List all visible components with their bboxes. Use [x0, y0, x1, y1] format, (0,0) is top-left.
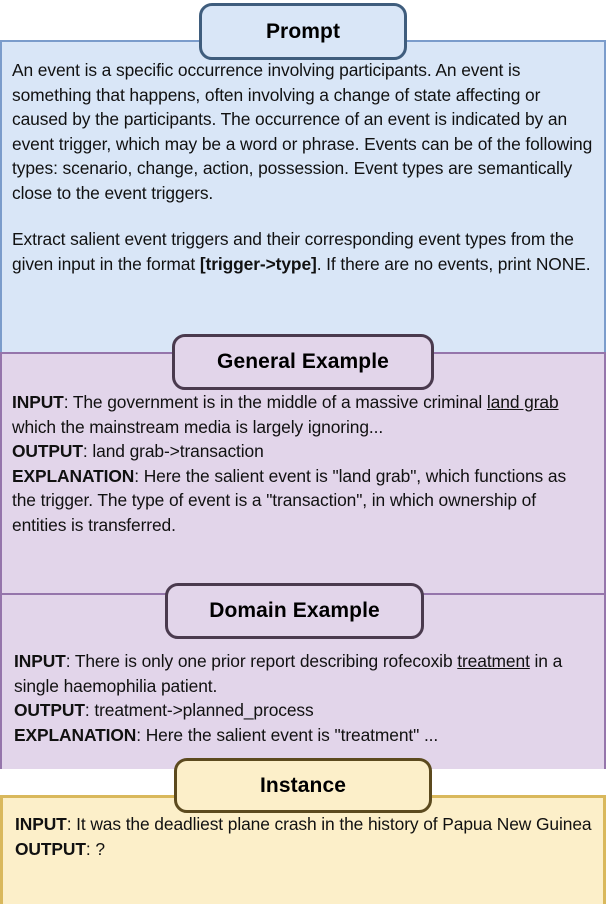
general-example-body: INPUT: The government is in the middle o…	[0, 352, 606, 593]
domain-explanation-label: EXPLANATION	[14, 724, 137, 745]
domain-example-explanation: EXPLANATION: Here the salient event is "…	[14, 723, 594, 748]
prompt-section: An event is a specific occurrence involv…	[0, 40, 606, 352]
domain-input-label: INPUT	[14, 651, 66, 671]
general-explanation-text: : Here the salient event is "land grab",…	[12, 465, 567, 535]
domain-input-after: in a single haemophilia patient.	[14, 651, 563, 696]
prompt-paragraph-2: Extract salient event triggers and their…	[12, 227, 594, 276]
general-example-input: INPUT: The government is in the middle o…	[12, 390, 594, 439]
prompt-paragraph-1: An event is a specific occurrence involv…	[12, 60, 593, 203]
general-example-section: INPUT: The government is in the middle o…	[0, 352, 606, 593]
domain-example-output: OUTPUT: treatment->planned_process	[14, 698, 594, 723]
instance-badge-label: Instance	[260, 773, 346, 797]
instance-body: INPUT: It was the deadliest plane crash …	[0, 795, 606, 904]
instance-badge: Instance	[174, 758, 432, 813]
general-output-label: OUTPUT	[12, 441, 83, 461]
prompt-badge-label: Prompt	[265, 19, 341, 43]
domain-input-before: : There is only one prior report describ…	[65, 651, 458, 671]
prompt-body: An event is a specific occurrence involv…	[0, 40, 606, 352]
instance-section: INPUT: It was the deadliest plane crash …	[0, 795, 606, 904]
domain-output-label: OUTPUT	[14, 700, 85, 720]
general-example-badge: General Example	[172, 334, 434, 390]
domain-example-section: INPUT: There is only one prior report de…	[0, 593, 606, 769]
general-input-before: : The government is in the middle of a m…	[63, 392, 487, 412]
general-example-badge-label: General Example	[217, 350, 389, 373]
general-input-trigger: land grab	[486, 392, 559, 412]
domain-input-trigger: treatment	[457, 651, 530, 671]
instance-input: INPUT: It was the deadliest plane crash …	[15, 812, 593, 837]
prompt-paragraph-2-after: . If there are no events, print NONE.	[316, 253, 591, 274]
instance-output: OUTPUT: ?	[15, 837, 593, 862]
instance-input-text: : It was the deadliest plane crash in th…	[66, 814, 592, 834]
domain-example-body: INPUT: There is only one prior report de…	[0, 593, 606, 769]
general-example-output: OUTPUT: land grab->transaction	[12, 439, 594, 464]
prompt-format-token: [trigger->type]	[199, 253, 317, 274]
instance-input-label: INPUT	[15, 814, 67, 834]
domain-example-badge-label: Domain Example	[209, 599, 380, 622]
general-explanation-label: EXPLANATION	[12, 465, 135, 486]
general-input-after: which the mainstream media is largely ig…	[12, 416, 384, 437]
general-input-label: INPUT	[12, 392, 64, 412]
prompt-paragraph-2-before: Extract salient event triggers and their…	[12, 229, 574, 274]
general-example-explanation: EXPLANATION: Here the salient event is "…	[12, 464, 594, 538]
instance-output-text: : ?	[85, 838, 105, 859]
domain-output-text: : treatment->planned_process	[84, 700, 314, 720]
prompt-badge: Prompt	[199, 3, 407, 60]
domain-example-badge: Domain Example	[165, 583, 424, 639]
general-output-text: : land grab->transaction	[82, 441, 264, 461]
instance-output-label: OUTPUT	[15, 838, 86, 859]
domain-explanation-text: : Here the salient event is "treatment" …	[136, 724, 439, 745]
domain-example-input: INPUT: There is only one prior report de…	[14, 649, 594, 698]
